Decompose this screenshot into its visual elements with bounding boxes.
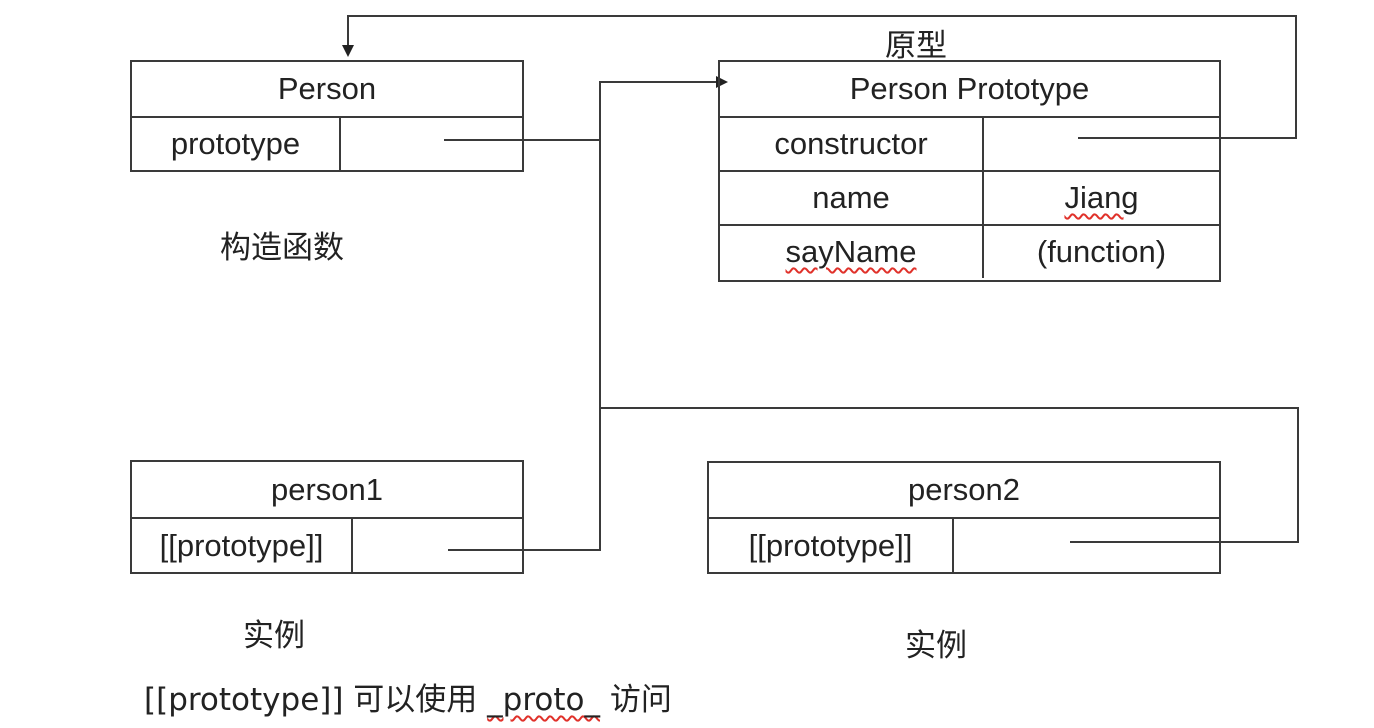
name-key: name bbox=[812, 180, 890, 215]
person2-prototype-label: [[prototype]] bbox=[748, 527, 913, 563]
person1-caption: 实例 bbox=[243, 618, 305, 654]
prototype-title: Person Prototype bbox=[849, 71, 1090, 106]
person-title: Person bbox=[277, 71, 377, 106]
person1-prototype-pointer-cell bbox=[351, 519, 522, 572]
person-prototype-pointer-cell bbox=[339, 118, 522, 170]
person-prototype-row: prototype bbox=[132, 116, 522, 170]
person-title-row: Person bbox=[132, 62, 522, 116]
person-constructor-box: Person prototype bbox=[130, 60, 524, 172]
name-value: Jiang bbox=[1064, 180, 1139, 215]
person1-prototype-row: [[prototype]] bbox=[132, 517, 522, 572]
prototype-title-row: Person Prototype bbox=[720, 62, 1219, 116]
person2-prototype-pointer-cell bbox=[952, 519, 1219, 572]
prototype-name-row: name Jiang bbox=[720, 170, 1219, 224]
person2-prototype-row: [[prototype]] bbox=[709, 517, 1219, 572]
footnote-code: _proto_ bbox=[487, 682, 601, 718]
person1-title-row: person1 bbox=[132, 462, 522, 517]
person-prototype-label: prototype bbox=[170, 126, 301, 161]
person2-caption: 实例 bbox=[905, 628, 967, 664]
person2-instance-box: person2 [[prototype]] bbox=[707, 461, 1221, 574]
person1-title: person1 bbox=[270, 471, 384, 507]
prototype-heading: 原型 bbox=[885, 28, 947, 64]
prototype-constructor-row: constructor bbox=[720, 116, 1219, 170]
prototype-sayname-row: sayName (function) bbox=[720, 224, 1219, 278]
sayname-value: (function) bbox=[982, 226, 1219, 278]
name-value-cell: Jiang bbox=[982, 172, 1219, 224]
person2-title: person2 bbox=[907, 472, 1021, 507]
person1-prototype-label: [[prototype]] bbox=[159, 527, 324, 563]
constructor-function-caption: 构造函数 bbox=[220, 230, 344, 266]
constructor-value bbox=[982, 118, 1219, 170]
footnote-prefix: [[prototype]] 可以使用 bbox=[144, 682, 488, 718]
sayname-key-cell: sayName bbox=[720, 226, 982, 278]
footnote-suffix: 访问 bbox=[600, 682, 672, 718]
sayname-key: sayName bbox=[785, 234, 917, 269]
constructor-key: constructor bbox=[774, 126, 928, 161]
footnote: [[prototype]] 可以使用 _proto_ 访问 bbox=[144, 674, 672, 719]
person1-instance-box: person1 [[prototype]] bbox=[130, 460, 524, 574]
person-prototype-box: Person Prototype constructor name Jiang … bbox=[718, 60, 1221, 282]
person2-title-row: person2 bbox=[709, 463, 1219, 517]
